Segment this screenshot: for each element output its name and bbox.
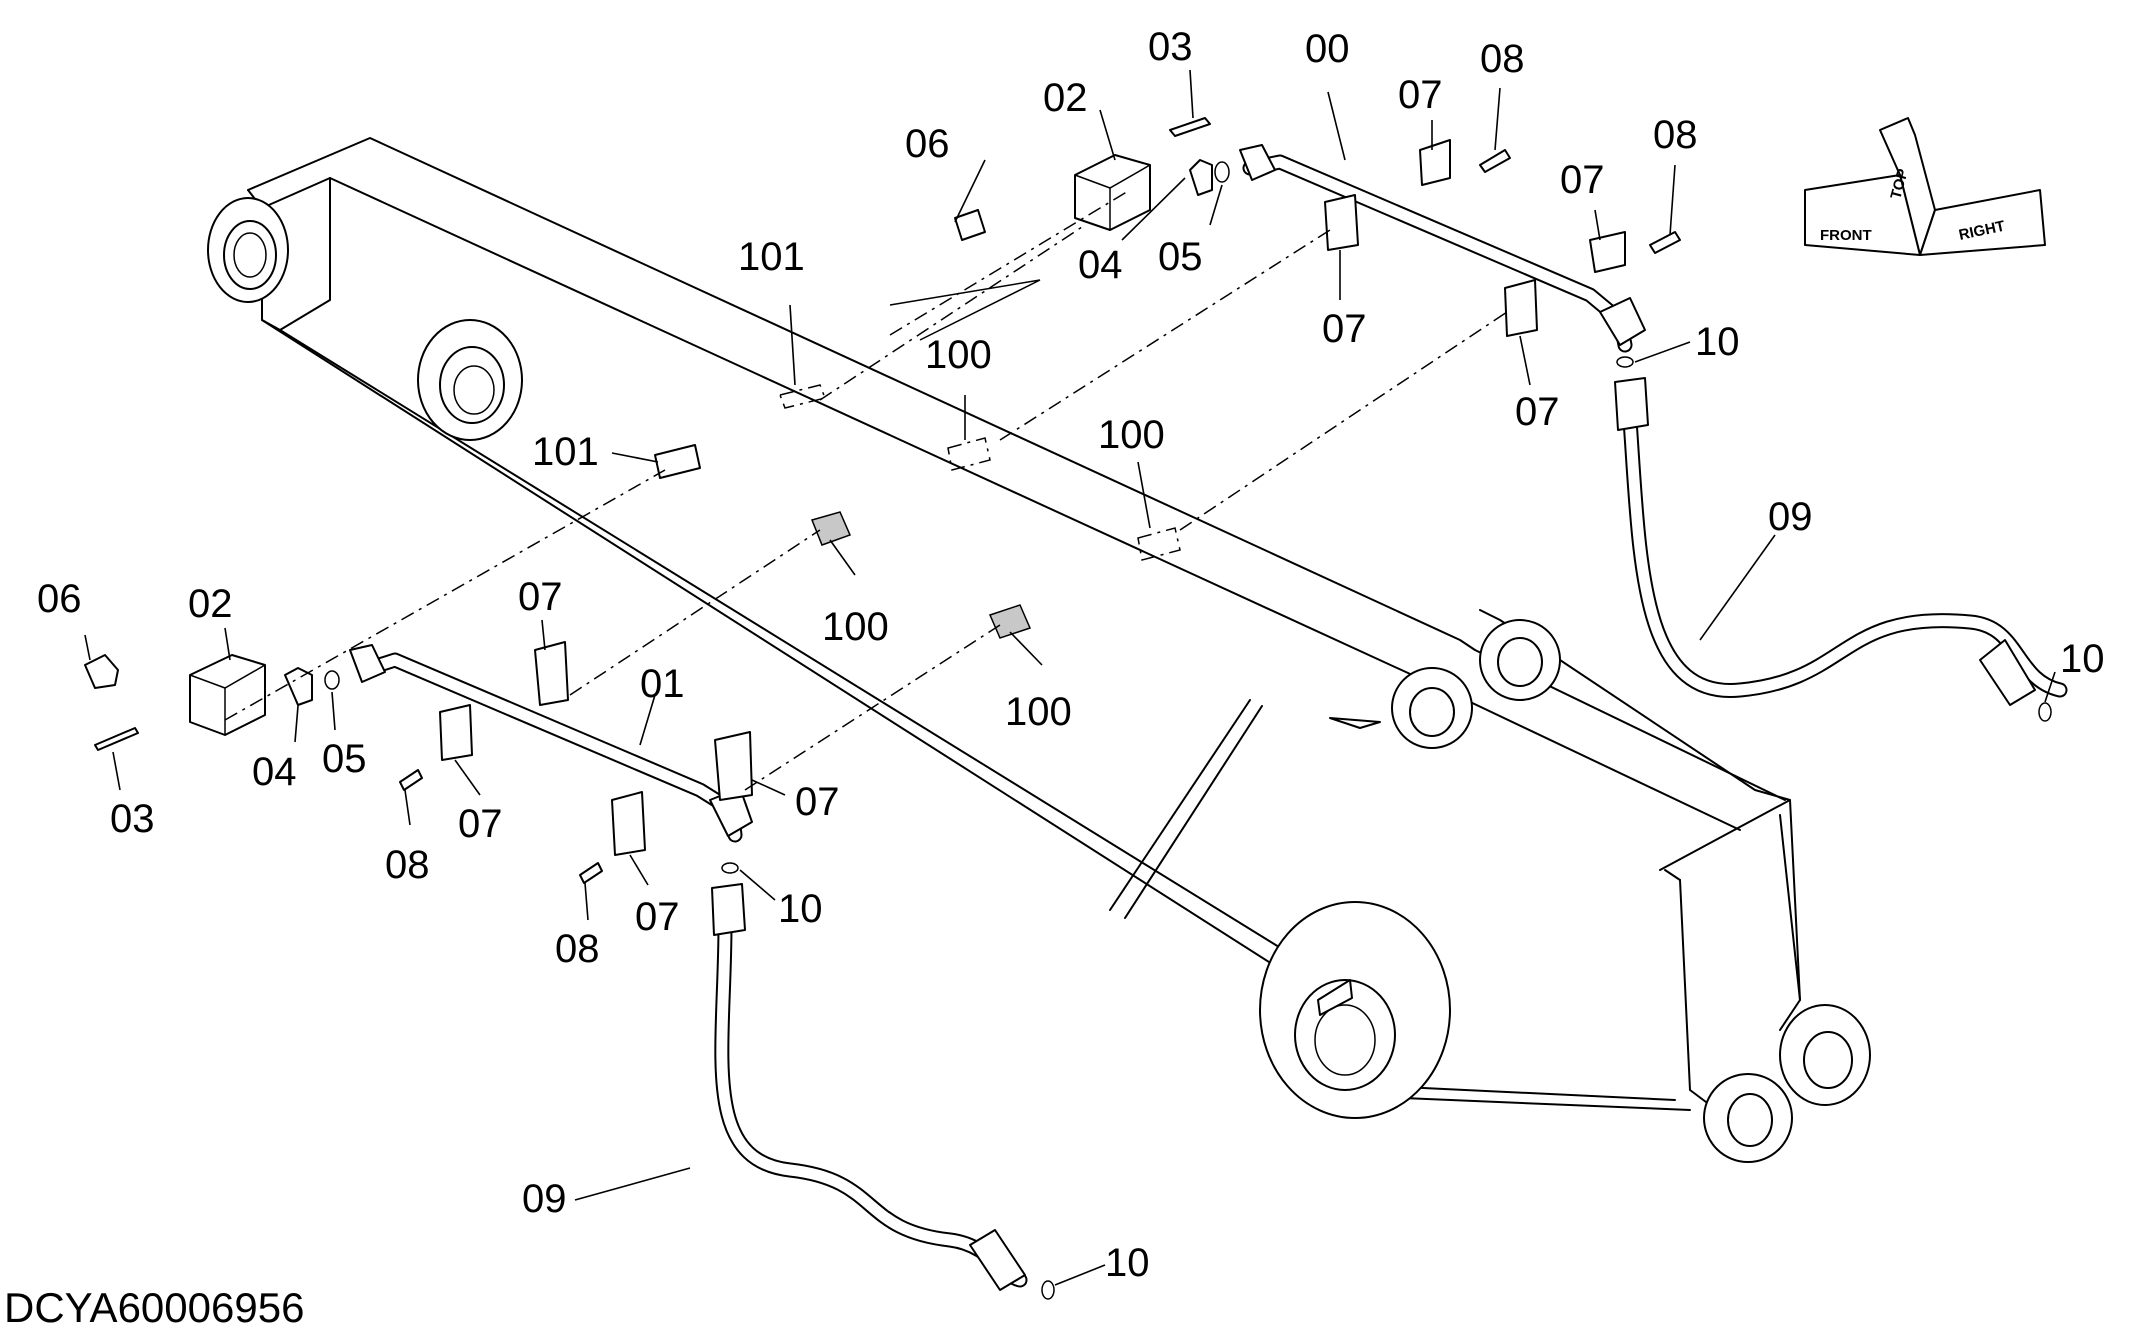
o-rings-10 [721,356,2052,1300]
callout-100-c: 100 [822,605,889,649]
front-bracket [1329,609,1871,1163]
callout-100-a: 100 [925,333,992,377]
callout-101-b: 101 [532,430,599,474]
lower-block-group [84,654,340,751]
callout-04-upper: 04 [1078,243,1123,287]
callout-10-c: 10 [778,887,823,931]
callout-08-a: 08 [1480,37,1525,81]
callout-10-b: 10 [2060,637,2105,681]
upper-block-group [954,117,1230,241]
rear-boss [207,197,289,303]
callout-06-lower: 06 [37,577,82,621]
callout-10-d: 10 [1105,1241,1150,1285]
label-front: FRONT [1820,227,1872,244]
callout-101-a: 101 [738,235,805,279]
upper-pipe-00 [1239,144,1646,353]
callout-07-c: 07 [1560,158,1605,202]
callout-08-c: 08 [385,843,430,887]
drawing-code: DCYA60006956 [4,1284,304,1331]
callout-07-e: 07 [518,575,563,619]
orientation-arrows: TOP FRONT RIGHT [1804,117,2046,256]
callout-01: 01 [640,662,685,706]
callout-08-b: 08 [1653,113,1698,157]
callout-07-f: 07 [458,802,503,846]
lower-clamps [439,641,753,856]
callout-04-lower: 04 [252,750,297,794]
callout-08-d: 08 [555,927,600,971]
lower-hose-09 [711,883,1028,1291]
callout-07-b: 07 [1322,307,1367,351]
callout-10-a: 10 [1695,320,1740,364]
callout-07-a: 07 [1398,73,1443,117]
pads-100-101 [654,384,1181,639]
callouts: 00 01 02 02 03 03 04 04 05 05 06 06 07 0… [37,25,2105,1285]
bolts-08 [399,149,1681,884]
upper-clamps [1324,139,1626,337]
callout-03-upper: 03 [1148,25,1193,69]
lower-pipe-01 [349,644,753,843]
callout-09-upper: 09 [1768,495,1813,539]
callout-07-h: 07 [635,895,680,939]
upper-hose-09 [1614,377,2068,706]
foot-boss [1259,901,1451,1119]
callout-02-upper: 02 [1043,76,1088,120]
callout-05-lower: 05 [322,737,367,781]
callout-06-upper: 06 [905,122,950,166]
callout-07-g: 07 [795,780,840,824]
callout-100-d: 100 [1005,690,1072,734]
callout-02-lower: 02 [188,582,233,626]
callout-09-lower: 09 [522,1177,567,1221]
leader-lines [84,69,2056,1286]
callout-03-lower: 03 [110,797,155,841]
callout-00: 00 [1305,27,1350,71]
mid-boss [417,319,523,441]
callout-100-b: 100 [1098,413,1165,457]
callout-05-upper: 05 [1158,235,1203,279]
callout-07-d: 07 [1515,390,1560,434]
alignment-lines [224,189,1511,791]
